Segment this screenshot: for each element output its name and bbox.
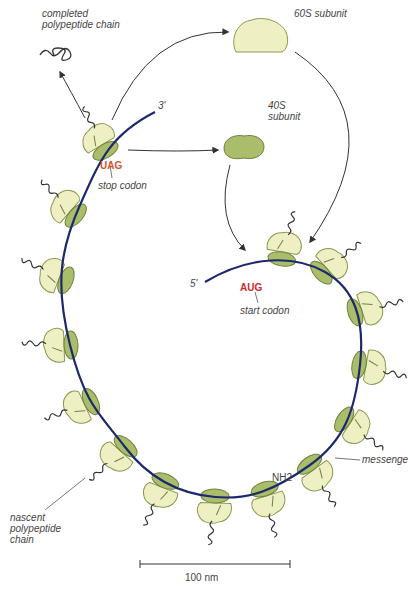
cycle-arrow xyxy=(295,52,349,242)
ribosome xyxy=(343,281,407,331)
part-label: completed polypeptide chain xyxy=(42,8,120,30)
large-subunit-outline xyxy=(234,19,288,53)
leader-line xyxy=(255,292,258,303)
ribosome-group xyxy=(14,100,410,546)
ribosome xyxy=(66,100,124,166)
part-label: nascent polypeptide chain xyxy=(10,512,80,545)
messenger-rna xyxy=(61,112,361,498)
subunit-label: 60S subunit xyxy=(294,8,394,19)
part-label: messenge xyxy=(362,454,410,465)
ribosome xyxy=(329,401,395,460)
ribosome xyxy=(39,383,104,438)
cycle-arrow xyxy=(112,32,228,120)
cycle-arrow xyxy=(128,150,218,151)
ribosome xyxy=(14,247,79,299)
small-subunit-outline xyxy=(224,135,264,158)
leader-line xyxy=(335,458,360,460)
ribosome xyxy=(28,170,93,232)
scale-bar xyxy=(140,560,290,568)
terminus-label: NH2 xyxy=(272,472,302,483)
ribosome xyxy=(246,477,295,541)
codon-label: UAG xyxy=(100,160,130,171)
end-label: 3' xyxy=(158,100,178,111)
subunit-label: 40S subunit xyxy=(268,100,312,122)
release-arrow xyxy=(60,72,85,118)
scale-label: 100 nm xyxy=(185,572,245,583)
large-subunit xyxy=(230,16,290,56)
end-label: 5' xyxy=(190,278,210,289)
codon-label: AUG xyxy=(240,282,270,293)
part-label: start codon xyxy=(240,305,310,316)
leader-line xyxy=(45,478,85,510)
cycle-arrow xyxy=(225,165,245,250)
completed-chain xyxy=(40,48,71,60)
small-subunit xyxy=(220,132,266,162)
part-label: stop codon xyxy=(98,180,168,191)
subunit-node: 40S subunit xyxy=(218,98,328,166)
ribosome xyxy=(80,430,143,494)
subunit-node: 60S subunit xyxy=(230,8,400,60)
